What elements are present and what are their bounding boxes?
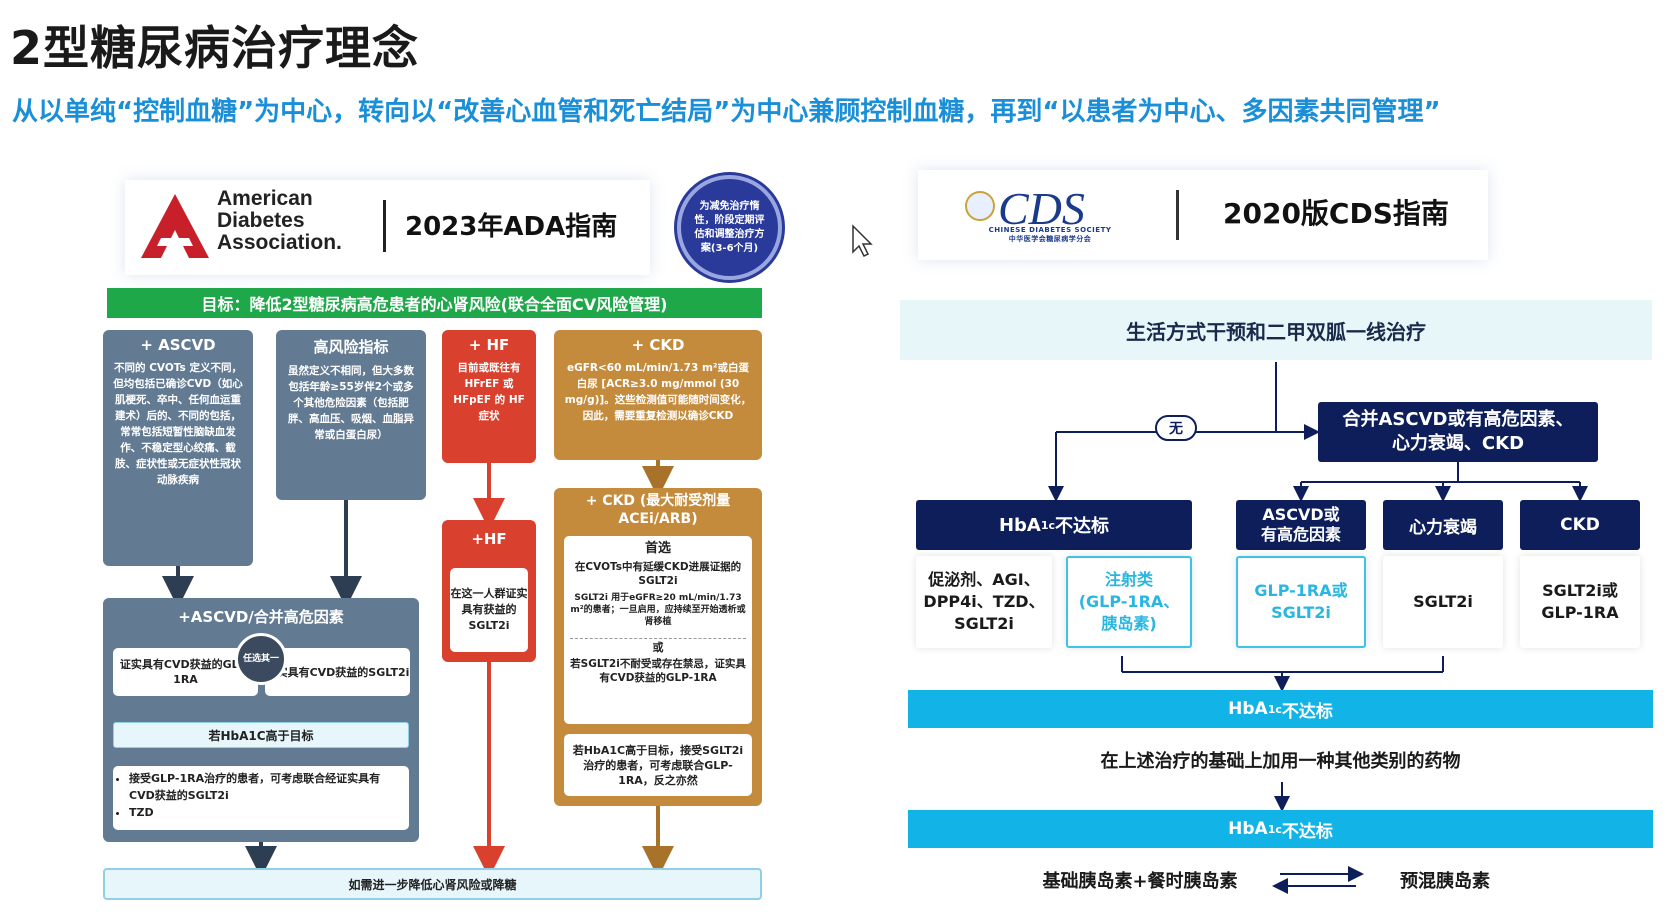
cds-header: CDS CHINESE DIABETES SOCIETY 中华医学会糖尿病学分会…: [918, 170, 1488, 260]
hba-text: HbA: [998, 514, 1041, 536]
glp1ra-box: 证实具有CVD获益的GLP-1RA: [113, 648, 258, 696]
risk-card: 高风险指标 虽然定义不相同，但大多数包括年龄≥55岁伴2个或多个其他危险因素（包…: [276, 330, 426, 500]
ckd-small-note: SGLT2i 用于eGFR≥20 mL/min/1.73 m²的患者；一旦启用，…: [570, 593, 746, 627]
slide-title: 2型糖尿病治疗理念: [10, 21, 420, 75]
ada-header: American Diabetes Association. 2023年ADA指…: [125, 180, 650, 275]
ada-logo-icon: [141, 194, 209, 258]
ckd-treatment-card: + CKD (最大耐受剂量ACEi/ARB) 首选 在CVOTs中有延缓CKD进…: [554, 488, 762, 806]
ckd-hba1c-note: 若HbA1C高于目标，接受SGLT2i治疗的患者，可考虑联合GLP-1RA，反之…: [564, 734, 752, 796]
ascvd-card-title: + ASCVD: [140, 336, 216, 354]
ada-org-name: American Diabetes Association.: [217, 187, 342, 254]
hf-treatment-card: +HF 在这一人群证实具有获益的SGLT2i: [442, 520, 536, 662]
ascvd-bullets: 接受GLP-1RA治疗的患者，可考虑联合经证实具有CVD获益的SGLT2i TZ…: [113, 766, 409, 830]
ckd-header: CKD: [1520, 500, 1640, 550]
sglt2i-box: 证实具有CVD获益的SGLT2i: [265, 648, 410, 696]
ascvd-hf-ckd-box: 合并ASCVD或有高危因素、 心力衰竭、CKD: [1318, 402, 1598, 462]
ckd-line1: 在CVOTs中有延缓CKD进展证据的SGLT2i: [574, 561, 742, 587]
hf-card-body: 目前或既往有HFrEF 或HFpEF 的 HF症状: [453, 362, 525, 422]
reassess-badge: 为减免治疗惰性，阶段定期评估和调整治疗方案(3-6个月): [677, 175, 782, 280]
divider: [383, 200, 386, 252]
add-drug-text: 在上述治疗的基础上加用一种其他类别的药物: [1100, 751, 1461, 772]
mouse-cursor-icon: [852, 224, 873, 258]
further-reduce-bar: 如需进一步降低心肾风险或降糖: [103, 868, 762, 900]
ascvd-card: + ASCVD 不同的 CVOTs 定义不同，但均包括已确诊CVD（如心肌梗死、…: [103, 330, 253, 566]
ckd-card-title: + CKD: [631, 336, 685, 354]
ascvd-card-body: 不同的 CVOTs 定义不同，但均包括已确诊CVD（如心肌梗死、卒中、任何血运重…: [113, 362, 243, 486]
cds-logo-subtitle: CHINESE DIABETES SOCIETY 中华医学会糖尿病学分会: [970, 226, 1130, 244]
ckd-treatment-title: + CKD (最大耐受剂量ACEi/ARB): [585, 493, 731, 527]
none-label: 无: [1155, 415, 1197, 441]
ckd-card: + CKD eGFR<60 mL/min/1.73 m²或白蛋白尿 [ACR≥3…: [554, 330, 762, 460]
cds-guide-label: 2020版CDS指南: [1223, 197, 1449, 230]
hba-tail: 不达标: [1055, 516, 1110, 537]
hba-tail: 不达标: [1281, 821, 1333, 842]
goal-bar: 目标：降低2型糖尿病高危患者的心肾风险(联合全面CV风险管理): [107, 288, 762, 318]
hba-text: HbA: [1228, 699, 1268, 719]
hba-sub: 1c: [1040, 518, 1056, 532]
slide-subtitle: 从以单纯“控制血糖”为中心，转向以“改善心血管和死亡结局”为中心兼顾控制血糖，再…: [12, 97, 1441, 127]
hba-text: HbA: [1228, 819, 1268, 839]
choose-one-circle: 任选其一: [235, 633, 287, 685]
injectables-box: 注射类 (GLP-1RA、 胰岛素): [1066, 556, 1192, 648]
cds-logo-en: CHINESE DIABETES SOCIETY: [988, 226, 1112, 234]
lifestyle-metformin-box: 生活方式干预和二甲双胍一线治疗: [900, 300, 1652, 360]
cds-logo-icon: CDS: [965, 183, 1085, 234]
basal-bolus-label: 基础胰岛素+餐时胰岛素: [1042, 871, 1238, 892]
ascvd-risk-header: ASCVD或 有高危因素: [1236, 500, 1366, 550]
hba-tail: 不达标: [1281, 701, 1333, 722]
hba-sub: 1c: [1267, 822, 1282, 836]
list-item: TZD: [129, 804, 401, 821]
risk-card-title: 高风险指标: [313, 338, 389, 356]
divider: [1176, 190, 1179, 240]
oral-drugs-box: 促泌剂、AGI、 DPP4i、TZD、 SGLT2i: [916, 556, 1052, 648]
preferred-label: 首选: [644, 541, 671, 556]
cds-logo-cn: 中华医学会糖尿病学分会: [1008, 235, 1092, 243]
ckd-card-body: eGFR<60 mL/min/1.73 m²或白蛋白尿 [ACR≥3.0 mg/…: [564, 362, 752, 422]
hf-card-title: + HF: [468, 336, 510, 354]
or-label: 或: [570, 638, 746, 655]
hf-card: + HF 目前或既往有HFrEF 或HFpEF 的 HF症状: [442, 330, 536, 463]
glp-or-sglt-box: GLP-1RA或 SGLT2i: [1236, 556, 1366, 648]
heart-failure-header: 心力衰竭: [1383, 500, 1503, 550]
list-item: 接受GLP-1RA治疗的患者，可考虑联合经证实具有CVD获益的SGLT2i: [129, 770, 401, 804]
ada-guide-label: 2023年ADA指南: [405, 212, 618, 242]
hf-treatment-title: +HF: [471, 530, 507, 548]
hba-sub: 1c: [1267, 702, 1282, 716]
hf-treatment-body: 在这一人群证实具有获益的SGLT2i: [450, 568, 528, 652]
hba1c-target-bar: 若HbA1C高于目标: [113, 722, 409, 748]
svg-text:CDS: CDS: [998, 183, 1085, 234]
sglt-or-glp-box: SGLT2i或 GLP-1RA: [1520, 556, 1640, 648]
premix-label: 预混胰岛素: [1400, 871, 1490, 892]
ckd-line2: 若SGLT2i不耐受或存在禁忌，证实具有CVD获益的GLP-1RA: [570, 658, 746, 684]
sglt2i-box: SGLT2i: [1383, 556, 1503, 648]
ckd-preferred-box: 首选 在CVOTs中有延缓CKD进展证据的SGLT2i SGLT2i 用于eGF…: [564, 536, 752, 724]
ascvd-treatment-card: +ASCVD/合并高危因素 证实具有CVD获益的GLP-1RA 证实具有CVD获…: [103, 598, 419, 842]
ascvd-treatment-title: +ASCVD/合并高危因素: [178, 608, 344, 626]
risk-card-body: 虽然定义不相同，但大多数包括年龄≥55岁伴2个或多个其他危险因素（包括肥胖、高血…: [288, 365, 414, 441]
